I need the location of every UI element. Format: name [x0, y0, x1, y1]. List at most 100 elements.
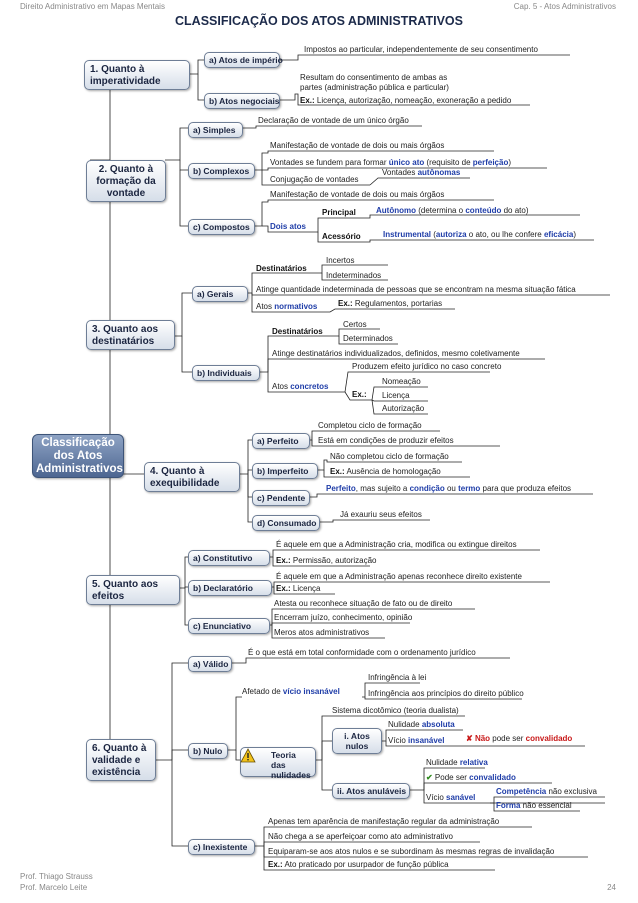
category-label: 1. Quanto à imperatividade: [90, 64, 161, 87]
node-individuais[interactable]: b) Individuais: [192, 365, 260, 381]
category-label: 6. Quanto à validade e existência: [92, 743, 147, 778]
node-simples[interactable]: a) Simples: [188, 122, 243, 138]
text-nulidade-absoluta: Nulidade absoluta: [388, 720, 455, 729]
text-simples: Declaração de vontade de um único órgão: [258, 116, 409, 125]
text-imperfeito-1: Não completou ciclo de formação: [330, 452, 449, 461]
node-atos-negociais[interactable]: b) Atos negociais: [204, 93, 280, 109]
category-label: 2. Quanto à formação da vontade: [96, 164, 156, 199]
text-constitutivo: É aquele em que a Administração cria, mo…: [276, 540, 517, 549]
text-gerais-destinatarios: Destinatários: [256, 264, 307, 273]
node-imperfeito[interactable]: b) Imperfeito: [252, 463, 318, 479]
text-nomeacao: Nomeação: [382, 377, 421, 386]
text-atos-concretos: Atos concretos: [272, 382, 329, 391]
text-acessorio: Acessório: [322, 232, 361, 241]
text-individuais-ex: Ex.:: [352, 390, 367, 399]
category-destinatarios[interactable]: 3. Quanto aos destinatários: [86, 320, 175, 350]
check-icon: ✔: [426, 773, 433, 782]
text-vicio-sanavel: Vício sanável: [426, 793, 476, 802]
text-pode-convalidado: ✔ Pode ser convalidado: [426, 773, 516, 782]
text-impostos: Impostos ao particular, independentement…: [304, 45, 538, 54]
node-inexistente[interactable]: c) Inexistente: [188, 839, 255, 855]
text-determinados: Determinados: [343, 334, 393, 343]
text-inexistente-ex: Ex.: Ato praticado por usurpador de funç…: [268, 860, 449, 869]
node-atos-imperio[interactable]: a) Atos de império: [204, 52, 283, 68]
text-forma: Forma não essencial: [496, 801, 572, 810]
node-enunciativo[interactable]: c) Enunciativo: [188, 618, 270, 634]
text-consumado: Já exauriu seus efeitos: [340, 510, 422, 519]
text-valido: É o que está em total conformidade com o…: [248, 648, 476, 657]
text-imperfeito-ex: Ex.: Ausência de homologação: [330, 467, 441, 476]
text-declaratorio: É aquele em que a Administração apenas r…: [276, 572, 522, 581]
text-competencia: Competência não exclusiva: [496, 787, 597, 796]
text-complexos-2: Vontades se fundem para formar único ato…: [270, 158, 512, 167]
text-indeterminados: Indeterminados: [326, 271, 382, 280]
category-label: 4. Quanto à exequibilidade: [150, 466, 220, 489]
node-consumado[interactable]: d) Consumado: [252, 515, 320, 531]
text-enunciativo-1: Atesta ou reconhece situação de fato ou …: [274, 599, 453, 608]
node-atos-nulos[interactable]: i. Atos nulos: [332, 728, 382, 754]
category-label: 5. Quanto aos efeitos: [92, 579, 159, 602]
category-exequibilidade[interactable]: 4. Quanto à exequibilidade: [144, 462, 240, 492]
node-gerais[interactable]: a) Gerais: [192, 286, 248, 302]
node-declaratorio[interactable]: b) Declaratório: [188, 580, 272, 596]
text-complexos-4: Vontades autônomas: [382, 168, 461, 177]
text-acessorio-desc: Instrumental (autoriza o ato, ou lhe con…: [383, 230, 576, 239]
text-resultam-1: Resultam do consentimento de ambas as: [300, 73, 448, 82]
node-complexos[interactable]: b) Complexos: [188, 163, 255, 179]
text-perfeito-2: Está em condições de produzir efeitos: [318, 436, 454, 445]
text-declaratorio-ex: Ex.: Licença: [276, 584, 321, 593]
text-gerais-ex: Ex.: Regulamentos, portarias: [338, 299, 443, 308]
text-complexos-3: Conjugação de vontades: [270, 175, 359, 184]
node-compostos[interactable]: c) Compostos: [188, 219, 255, 235]
category-label: 3. Quanto aos destinatários: [92, 324, 159, 347]
header-right: Cap. 5 - Atos Administrativos: [513, 2, 616, 11]
text-principal: Principal: [322, 208, 356, 217]
category-efeitos[interactable]: 5. Quanto aos efeitos: [86, 575, 180, 605]
page-number: 24: [607, 883, 616, 892]
text-nao-convalidado: ✘ Não pode ser convalidado: [466, 734, 573, 743]
text-afetado: Afetado de vício insanável: [242, 687, 340, 696]
text-licenca: Licença: [382, 391, 410, 400]
text-individuais-destinatarios: Destinatários: [272, 327, 323, 336]
text-enunciativo-3: Meros atos administrativos: [274, 628, 370, 637]
node-constitutivo[interactable]: a) Constitutivo: [188, 550, 270, 566]
text-perfeito-1: Completou ciclo de formação: [318, 421, 422, 430]
footer-author-1: Prof. Thiago Strauss: [20, 872, 93, 881]
text-negociais-ex: Ex.: Licença, autorização, nomeação, exo…: [300, 96, 512, 105]
text-individuais-atinge: Atinge destinatários individualizados, d…: [272, 349, 520, 358]
category-imperatividade[interactable]: 1. Quanto à imperatividade: [84, 60, 190, 90]
text-inexistente-2: Não chega a se aperfeiçoar como ato admi…: [268, 832, 453, 841]
text-nulidade-relativa: Nulidade relativa: [426, 758, 488, 767]
text-autorizacao: Autorização: [382, 404, 425, 413]
node-valido[interactable]: a) Válido: [188, 656, 232, 672]
text-inexistente-1: Apenas tem aparência de manifestação reg…: [268, 817, 500, 826]
cross-icon: ✘: [466, 734, 473, 743]
text-inexistente-3: Equiparam-se aos atos nulos e se subordi…: [268, 847, 555, 856]
node-teoria-nulidades[interactable]: Teoria das nulidades: [240, 747, 316, 780]
category-validade[interactable]: 6. Quanto à validade e existência: [86, 739, 156, 781]
text-produzem: Produzem efeito jurídico no caso concret…: [352, 362, 502, 371]
text-pendente: Perfeito, mas sujeito a condição ou term…: [326, 484, 572, 493]
node-pendente[interactable]: c) Pendente: [252, 490, 310, 506]
node-atos-anulaveis[interactable]: ii. Atos anuláveis: [332, 783, 410, 799]
root-label: Classificação dos Atos Administrativos: [36, 437, 123, 475]
category-formacao[interactable]: 2. Quanto à formação da vontade: [86, 160, 166, 202]
text-dois-atos: Dois atos: [270, 222, 307, 231]
text-compostos-1: Manifestação de vontade de dois ou mais …: [270, 190, 445, 199]
text-certos: Certos: [343, 320, 367, 329]
text-vicio-insanavel: Vício insanável: [388, 736, 445, 745]
text-sistema-dicotomico: Sistema dicotômico (teoria dualista): [332, 706, 459, 715]
header-left: Direito Administrativo em Mapas Mentais: [20, 2, 165, 11]
text-infringencia-principios: Infringência aos princípios do direito p…: [368, 689, 524, 698]
footer-author-2: Prof. Marcelo Leite: [20, 883, 88, 892]
text-complexos-1: Manifestação de vontade de dois ou mais …: [270, 141, 445, 150]
text-infringencia-lei: Infringência à lei: [368, 673, 427, 682]
node-nulo[interactable]: b) Nulo: [188, 743, 228, 759]
text-incertos: Incertos: [326, 256, 355, 265]
text-atos-normativos: Atos normativos: [256, 302, 318, 311]
root-node[interactable]: Classificação dos Atos Administrativos: [32, 434, 124, 478]
node-perfeito[interactable]: a) Perfeito: [252, 433, 310, 449]
page-title: CLASSIFICAÇÃO DOS ATOS ADMINISTRATIVOS: [175, 14, 463, 28]
text-constitutivo-ex: Ex.: Permissão, autorização: [276, 556, 377, 565]
